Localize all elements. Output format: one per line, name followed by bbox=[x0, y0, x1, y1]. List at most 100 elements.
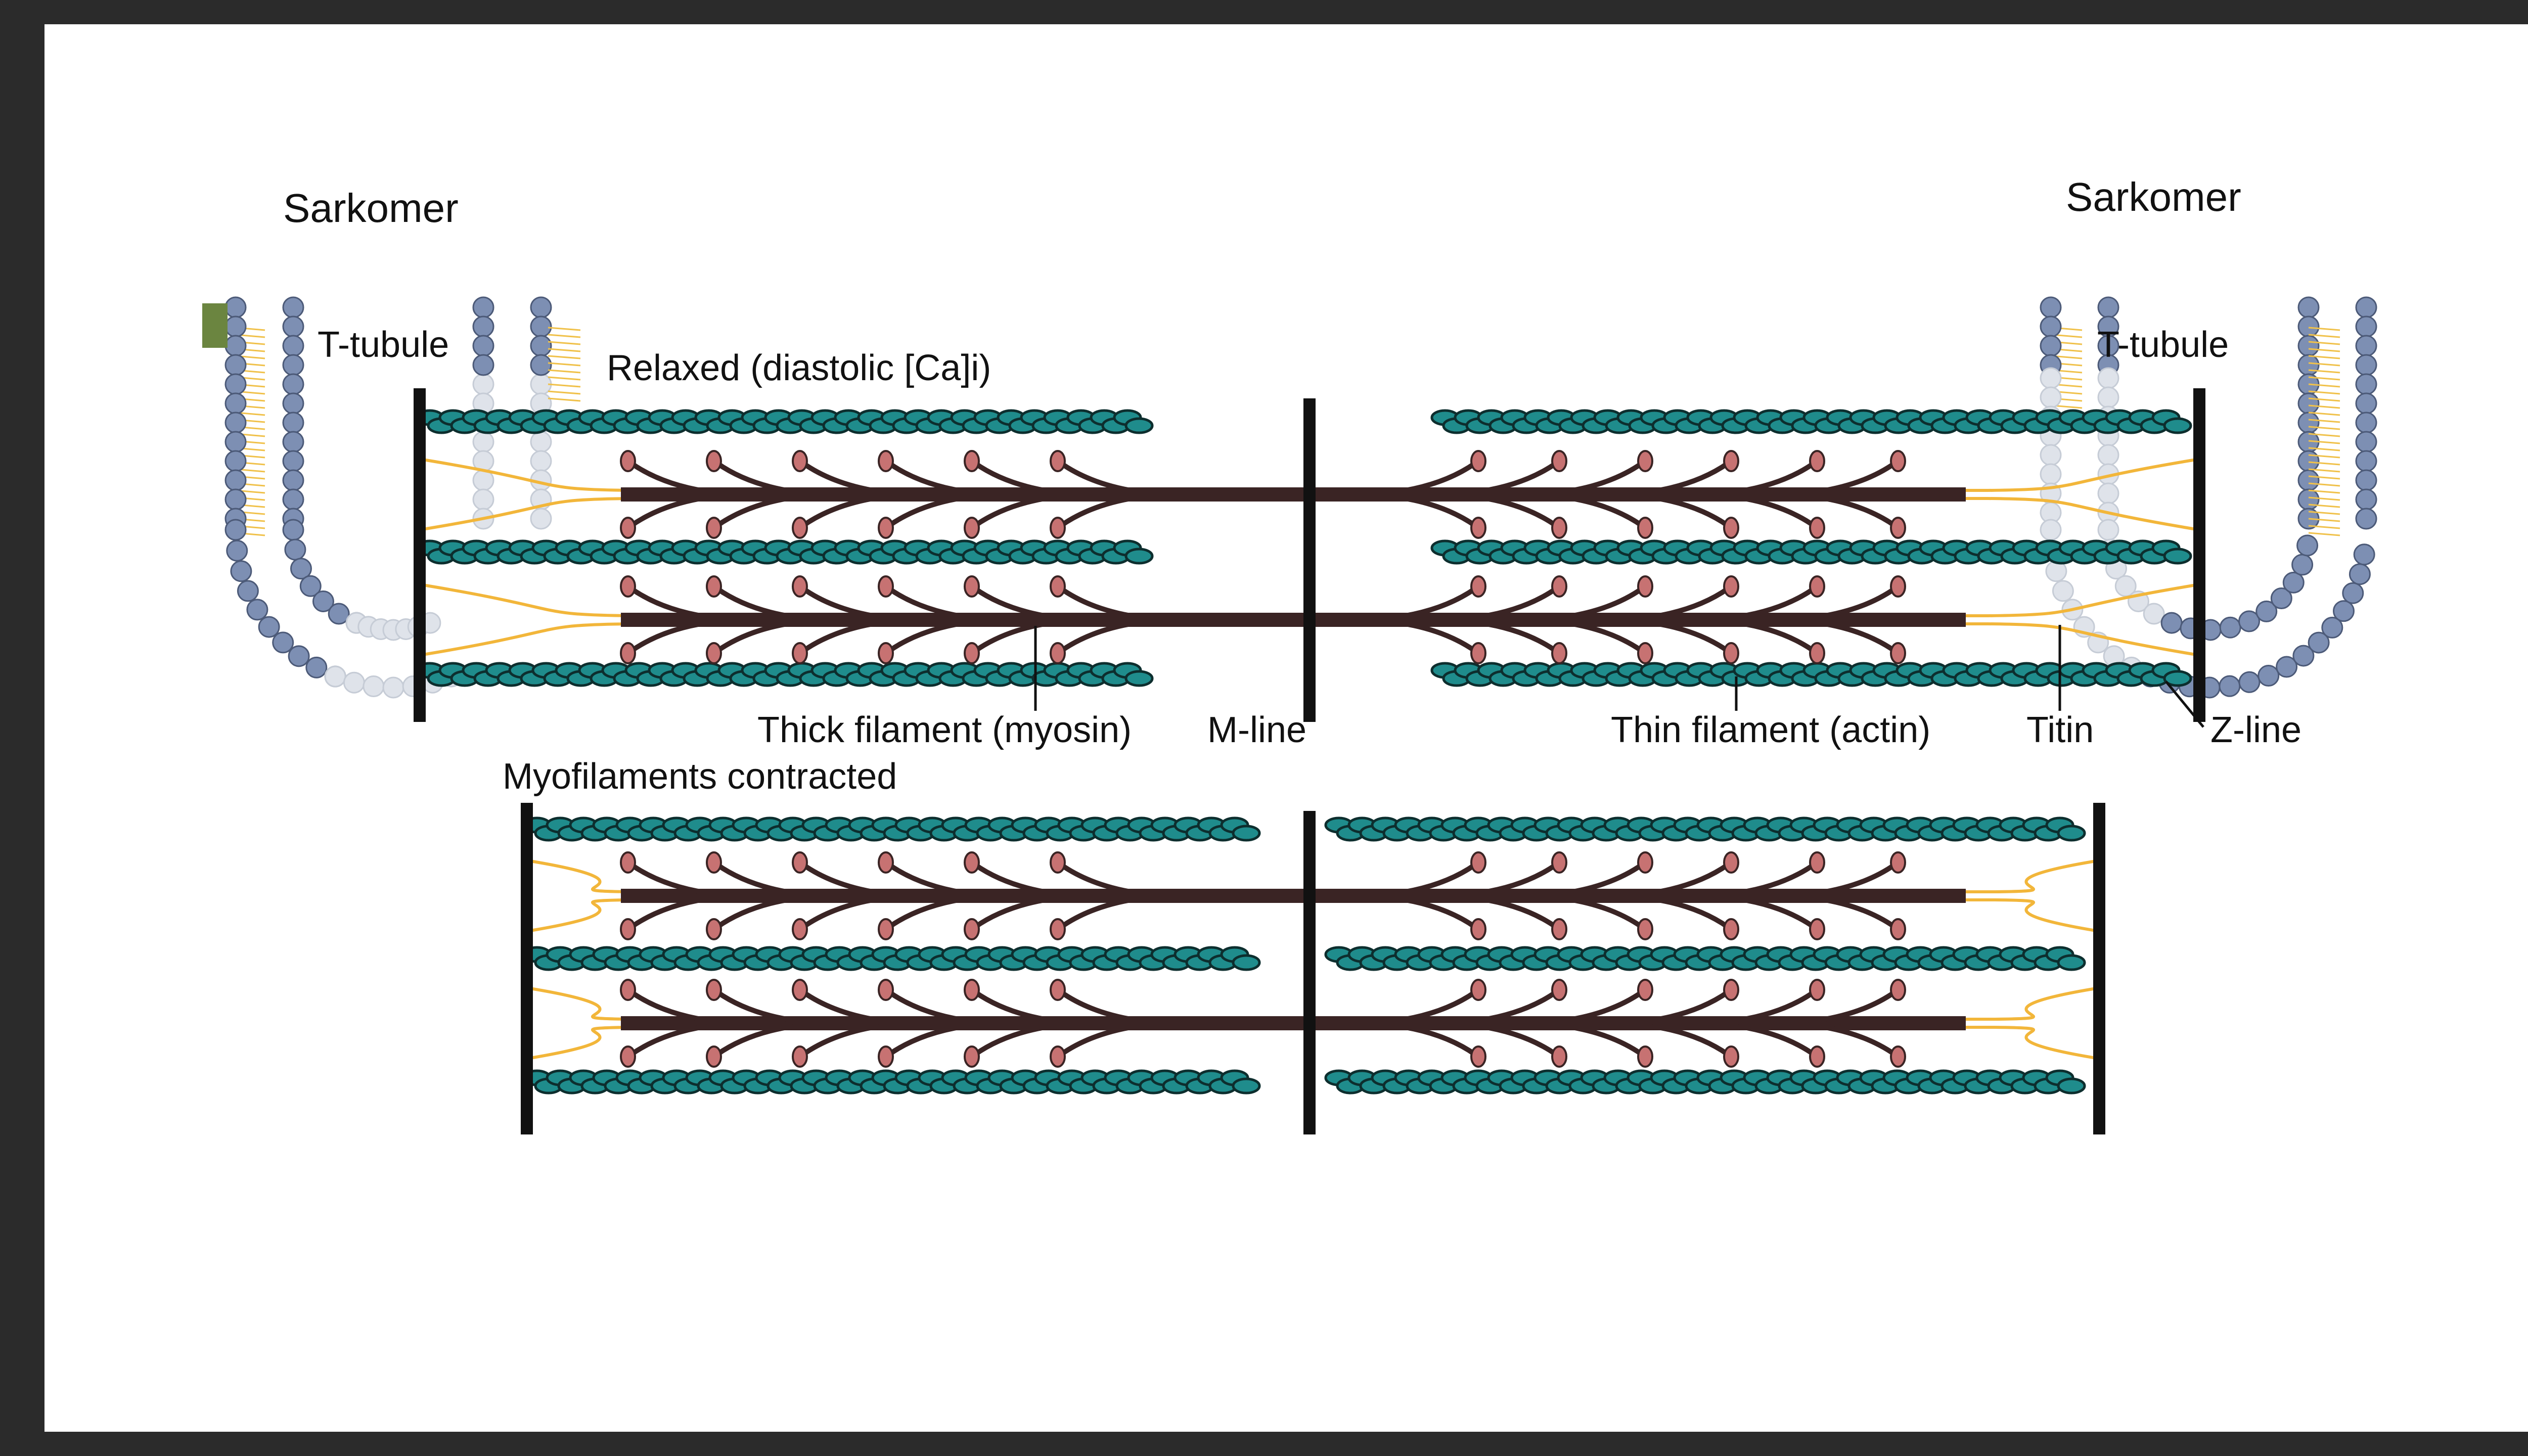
myosin-head bbox=[1637, 1045, 1653, 1068]
membrane-bead bbox=[2355, 431, 2377, 453]
lipid-tail bbox=[2308, 412, 2340, 416]
titin-strand bbox=[1988, 622, 2200, 657]
myosin-head bbox=[792, 450, 808, 472]
myosin-head bbox=[1723, 1045, 1739, 1068]
myosin-head bbox=[1637, 575, 1653, 598]
myosin-stalk bbox=[1566, 896, 1644, 930]
lipid-tail bbox=[2308, 461, 2340, 466]
myosin-stalk bbox=[1819, 1024, 1897, 1057]
myosin-stalk bbox=[1399, 586, 1477, 619]
membrane-bead bbox=[2297, 412, 2320, 434]
titin-strand bbox=[526, 898, 631, 933]
membrane-bead bbox=[2097, 296, 2119, 318]
z-line-label: Z-line bbox=[2210, 710, 2301, 750]
myosin-stalk bbox=[1738, 461, 1816, 494]
titin-strand bbox=[1988, 458, 2200, 492]
lipid-tail bbox=[2308, 475, 2340, 480]
membrane-bead bbox=[224, 450, 247, 472]
title-left: Sarkomer bbox=[283, 186, 459, 231]
membrane-bead bbox=[472, 335, 494, 357]
left-t-tubule bbox=[224, 296, 581, 699]
lipid-tail bbox=[2308, 376, 2340, 381]
myosin-head bbox=[620, 918, 636, 940]
titin-strand bbox=[419, 622, 631, 657]
myosin-stalk bbox=[629, 862, 707, 895]
corner-marker-icon bbox=[202, 303, 228, 348]
myosin-stalk bbox=[887, 495, 965, 528]
membrane-bead bbox=[224, 469, 247, 491]
membrane-bead bbox=[2040, 386, 2062, 408]
membrane-bead bbox=[246, 599, 268, 621]
myosin-stalk bbox=[801, 495, 879, 528]
membrane-bead bbox=[2219, 616, 2241, 639]
lipid-tail bbox=[548, 355, 581, 359]
myosin-head bbox=[706, 575, 722, 598]
lipid-tail bbox=[2308, 433, 2340, 437]
myosin-stalk bbox=[973, 862, 1051, 895]
myosin-stalk bbox=[629, 461, 707, 494]
lipid-tail bbox=[2308, 369, 2340, 374]
myosin-head bbox=[1637, 517, 1653, 539]
myosin-stalk bbox=[1566, 461, 1644, 494]
membrane-bead bbox=[2291, 554, 2314, 576]
myosin-stalk bbox=[1059, 586, 1137, 619]
myosin-stalk bbox=[715, 620, 793, 654]
membrane-bead bbox=[2238, 671, 2261, 693]
lipid-tail bbox=[2308, 362, 2340, 367]
membrane-bead bbox=[2332, 600, 2355, 622]
myosin-stalk bbox=[801, 896, 879, 930]
membrane-bead bbox=[224, 412, 247, 434]
myosin-head bbox=[878, 918, 894, 940]
membrane-bead bbox=[2040, 296, 2062, 318]
membrane-bead bbox=[2297, 335, 2320, 357]
myosin-stalk bbox=[887, 989, 965, 1023]
myosin-head bbox=[964, 979, 980, 1001]
contracted-label: Myofilaments contracted bbox=[503, 756, 897, 797]
membrane-bead bbox=[2282, 571, 2305, 594]
membrane-bead bbox=[2258, 665, 2280, 687]
thin-filament-label: Thin filament (actin) bbox=[1611, 710, 1930, 750]
myosin-stalk bbox=[1819, 896, 1897, 930]
actin-bead bbox=[2164, 419, 2191, 433]
myosin-head bbox=[706, 979, 722, 1001]
myosin-head bbox=[878, 517, 894, 539]
myosin-head bbox=[1551, 979, 1567, 1001]
membrane-bead bbox=[2296, 534, 2319, 557]
membrane-bead bbox=[237, 580, 259, 602]
membrane-bead bbox=[224, 335, 247, 357]
membrane-bead bbox=[2355, 508, 2377, 530]
myosin-stalk bbox=[1566, 495, 1644, 528]
myosin-head bbox=[878, 575, 894, 598]
t-tubule-label-right: T-tubule bbox=[2097, 325, 2229, 365]
membrane-bead bbox=[472, 354, 494, 376]
myosin-head bbox=[1890, 642, 1906, 664]
myosin-head bbox=[1637, 979, 1653, 1001]
myosin-stalk bbox=[973, 495, 1051, 528]
m-line-label: M-line bbox=[1207, 710, 1306, 750]
myosin-stalk bbox=[1652, 989, 1730, 1023]
myosin-head bbox=[1890, 450, 1906, 472]
lipid-tail bbox=[548, 376, 581, 381]
myosin-head bbox=[1551, 918, 1567, 940]
myosin-stalk bbox=[1652, 862, 1730, 895]
lipid-tail bbox=[548, 348, 581, 352]
membrane-bead bbox=[2355, 412, 2377, 434]
myosin-shaft bbox=[621, 889, 1966, 903]
titin-label: Titin bbox=[2026, 710, 2094, 750]
lipid-tail bbox=[2308, 468, 2340, 473]
myosin-stalk bbox=[887, 620, 965, 654]
titin-strand bbox=[1995, 859, 2100, 893]
myosin-stalk bbox=[1566, 989, 1644, 1023]
myosin-stalk bbox=[715, 586, 793, 619]
membrane-bead bbox=[530, 508, 552, 530]
myosin-head bbox=[878, 851, 894, 874]
myosin-head bbox=[792, 642, 808, 664]
z-line bbox=[2193, 388, 2205, 722]
myosin-head bbox=[1723, 979, 1739, 1001]
membrane-bead bbox=[224, 354, 247, 376]
myosin-head bbox=[1637, 642, 1653, 664]
myosin-head bbox=[1050, 1045, 1066, 1068]
myosin-stalk bbox=[1652, 586, 1730, 619]
membrane-bead bbox=[2353, 543, 2375, 566]
myosin-head bbox=[792, 851, 808, 874]
